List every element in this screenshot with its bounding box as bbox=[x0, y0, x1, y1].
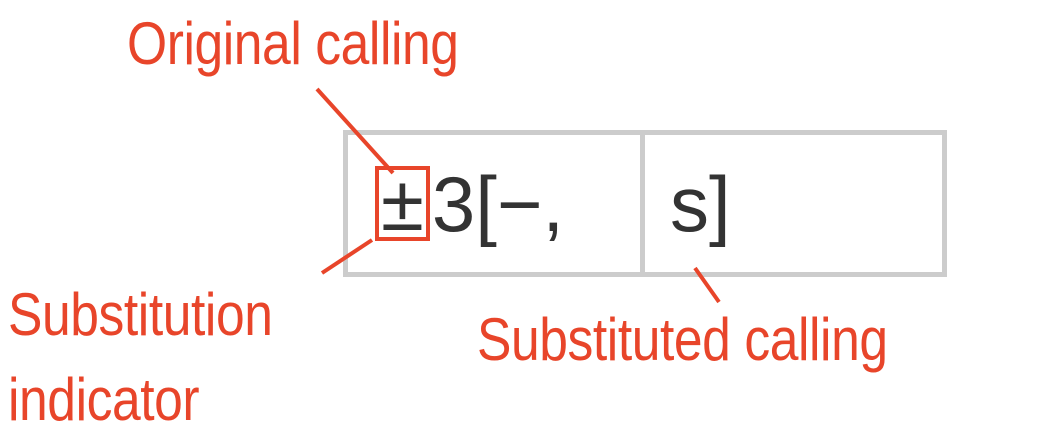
cell-substituted: s] bbox=[670, 135, 731, 272]
label-original-calling: Original calling bbox=[127, 10, 459, 77]
label-indicator: indicator bbox=[8, 366, 200, 433]
calling-table: ±3[−, s] bbox=[343, 130, 947, 277]
leader-line-substituted bbox=[693, 266, 721, 304]
cell-substituted-text: s] bbox=[670, 159, 731, 248]
cell-original-text: [−, bbox=[475, 159, 565, 248]
cell-number: 3 bbox=[431, 159, 476, 248]
label-substituted-calling: Substituted calling bbox=[477, 306, 888, 373]
label-substitution: Substitution bbox=[8, 281, 273, 348]
cell-divider bbox=[640, 135, 645, 272]
leader-line-indicator bbox=[320, 238, 374, 275]
leader-line-original bbox=[315, 87, 395, 175]
cell-original: ±3[−, bbox=[375, 135, 564, 272]
substitution-indicator: ± bbox=[375, 164, 430, 243]
